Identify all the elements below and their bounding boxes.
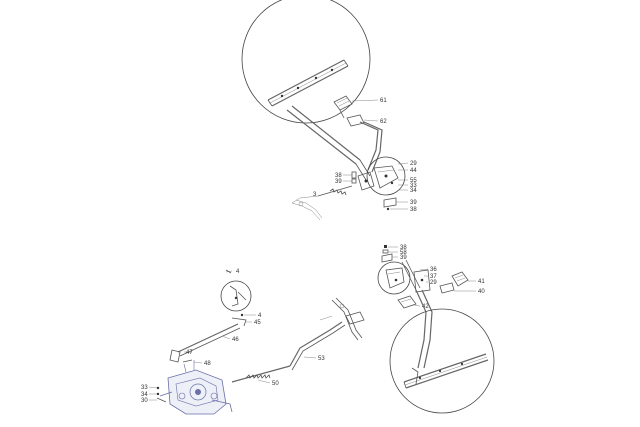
callout-50: 50 [272,381,279,387]
transmission [159,360,233,415]
left-detail-circle [220,280,252,312]
pedal-41 [451,271,469,287]
right-magnifier-circle [389,308,495,414]
callout-29-right: 29 [430,280,437,286]
callout-62: 62 [380,119,387,125]
callout-55: 55 [410,178,417,184]
callout-38-right: 38 [400,245,407,251]
callout-45: 45 [254,320,261,326]
top-detail-circle [366,156,406,196]
callout-33: 33 [410,183,417,189]
callout-39-right: 39 [400,255,407,261]
callout-39b: 39 [410,200,417,206]
right-detail-circle [377,261,411,295]
callout-42-right: 42 [422,304,429,310]
callout-61: 61 [380,98,387,104]
pedal-42 [397,295,417,309]
callout-3: 3 [313,192,317,198]
callout-29: 29 [410,161,417,167]
pedal-62 [346,114,383,173]
pedal-61 [333,95,353,119]
callout-40-right: 40 [478,289,485,295]
callout-34: 34 [410,188,417,194]
callout-38a: 38 [335,173,342,179]
callout-46: 46 [232,337,239,343]
callout-34-left: 34 [141,392,148,398]
callout-4a: 4 [236,269,240,275]
callout-33-left: 33 [141,385,148,391]
callout-30-left: 30 [141,398,148,404]
top-magnifier-circle [241,0,371,124]
callout-44: 44 [410,168,417,174]
callout-48: 48 [204,361,211,367]
callout-58-right: 58 [400,250,407,256]
callout-47: 47 [186,350,193,356]
left-assembly: 4 4 45 46 47 48 50 53 [141,269,365,415]
callout-4b: 4 [258,313,262,319]
callout-53: 53 [318,356,325,362]
right-assembly: 38 58 39 36 37 29 41 40 [377,245,495,414]
callout-38b: 38 [410,207,417,213]
top-assembly: 61 62 29 44 55 33 34 38 39 [241,0,417,221]
callout-39a: 39 [335,179,342,185]
callout-37-right: 37 [430,274,437,280]
callout-41-right: 41 [478,279,485,285]
callout-36-right: 36 [430,267,437,273]
